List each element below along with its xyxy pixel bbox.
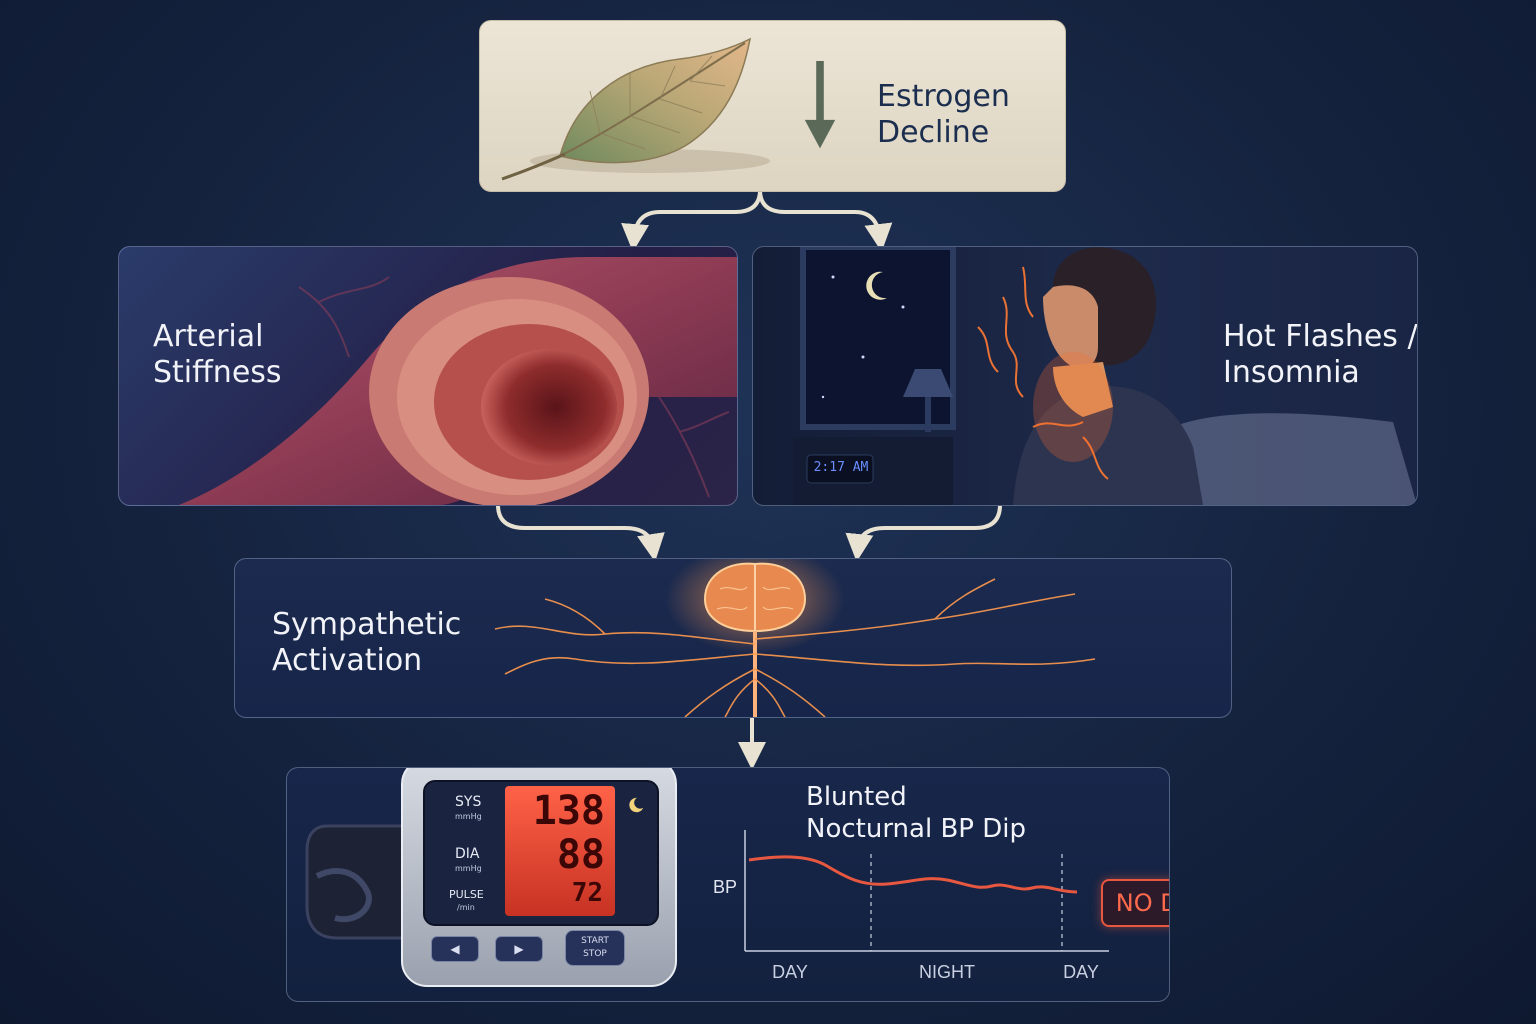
x-label-night: NIGHT [919,962,975,982]
sympathetic-line2: Activation [272,643,423,678]
no-dip-label: NO DIP [1115,889,1169,917]
start-stop-button[interactable]: START STOP [565,930,625,966]
hotflash-line2: Insomnia [1223,355,1360,390]
night-scene-illustration [793,247,1417,505]
artery-illustration [179,257,737,505]
bp-chart-title-line2: Nocturnal BP Dip [806,814,1026,844]
hot-flashes-panel: 2:17 AM Hot Flashes / Insomnia [752,246,1418,506]
start-label: START [581,936,609,946]
x-label-day-2: DAY [1063,962,1099,982]
estrogen-line1: Estrogen [877,79,1010,114]
bp-trend-chart: BP DAY NIGHT DAY [713,830,1109,982]
arterial-line1: Arterial [153,319,264,354]
sympathetic-line1: Sympathetic [272,607,462,642]
monitor-screen: SYS mmHg DIA mmHg PULSE /min 138 88 72 [423,780,659,926]
sympathetic-activation-panel: Sympathetic Activation [234,558,1232,718]
pulse-label: PULSE [449,888,484,901]
sympathetic-title: Sympathetic Activation [272,607,461,679]
no-dip-badge: NO DIP [1101,879,1169,927]
arterial-line2: Stiffness [153,355,282,390]
left-arrow-button[interactable]: ◀ [431,936,479,962]
dia-value: 88 [556,832,605,878]
bp-trend-line [748,855,1078,894]
moon-icon [866,271,887,300]
leaf-icon [501,37,770,181]
bp-y-label: BP [713,877,737,897]
blunted-dip-panel: SYS mmHg DIA mmHg PULSE /min 138 88 72 ◀… [286,767,1170,1002]
alarm-clock-display: 2:17 AM [813,460,869,475]
x-label-day-1: DAY [772,962,808,982]
right-arrow-button[interactable]: ▶ [495,936,543,962]
sys-label: SYS [455,794,482,810]
bp-monitor-device: SYS mmHg DIA mmHg PULSE /min 138 88 72 ◀… [401,768,677,987]
dia-label: DIA [455,846,480,862]
arterial-title: Arterial Stiffness [153,319,282,391]
down-arrow-icon [804,61,836,149]
estrogen-decline-box: Estrogen Decline [479,20,1066,192]
pulse-value: 72 [571,878,603,908]
stop-label: STOP [583,949,607,959]
estrogen-title: Estrogen Decline [877,79,1010,151]
hotflash-title: Hot Flashes / Insomnia [1223,319,1418,391]
sys-value: 138 [532,788,605,834]
bp-chart-title: Blunted Nocturnal BP Dip [806,781,1026,845]
moon-icon [629,797,644,813]
pulse-unit: /min [457,903,475,912]
monitor-readout-panel: 138 88 72 [505,786,615,916]
brain-nerves-illustration [494,559,1096,717]
hotflash-line1: Hot Flashes / [1223,319,1418,354]
sys-unit: mmHg [455,812,482,821]
arterial-stiffness-panel: Arterial Stiffness [118,246,738,506]
dia-unit: mmHg [455,864,482,873]
bp-chart-title-line1: Blunted [806,782,907,812]
estrogen-line2: Decline [877,115,990,150]
